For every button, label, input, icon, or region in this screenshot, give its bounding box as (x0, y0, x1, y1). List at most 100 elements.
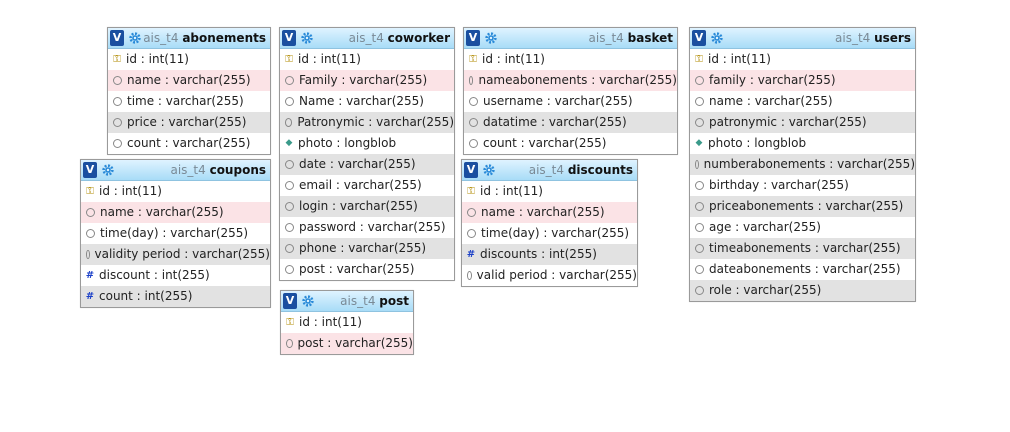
column-label: name : varchar(255) (709, 94, 833, 108)
key-icon: ⚿ (113, 54, 121, 65)
column-label: id : int(11) (480, 184, 543, 198)
column-row[interactable]: datatime : varchar(255) (464, 112, 677, 133)
database-name: ais_t4 (340, 294, 376, 308)
column-label: time(day) : varchar(255) (100, 226, 249, 240)
column-row[interactable]: ⚿id : int(11) (281, 312, 413, 333)
column-label: family : varchar(255) (709, 73, 836, 87)
text-field-icon (86, 208, 95, 217)
gear-icon[interactable] (484, 31, 498, 45)
gear-icon[interactable] (482, 163, 496, 177)
column-row[interactable]: count : varchar(255) (464, 133, 677, 154)
column-row[interactable]: post : varchar(255) (280, 259, 454, 280)
column-row[interactable]: name : varchar(255) (690, 91, 915, 112)
collapse-toggle-button[interactable]: V (110, 30, 124, 46)
column-label: id : int(11) (99, 184, 162, 198)
column-row[interactable]: role : varchar(255) (690, 280, 915, 301)
column-row[interactable]: patronymic : varchar(255) (690, 112, 915, 133)
column-row[interactable]: name : varchar(255) (462, 202, 637, 223)
column-row[interactable]: name : varchar(255) (81, 202, 270, 223)
collapse-toggle-button[interactable]: V (692, 30, 706, 46)
column-label: login : varchar(255) (299, 199, 418, 213)
column-row[interactable]: #discount : int(255) (81, 265, 270, 286)
column-row[interactable]: ⚿id : int(11) (280, 49, 454, 70)
column-row[interactable]: post : varchar(255) (281, 333, 413, 354)
gear-icon[interactable] (710, 31, 724, 45)
table-name: discounts (567, 163, 633, 177)
numeric-field-icon: # (85, 270, 95, 281)
column-row[interactable]: date : varchar(255) (280, 154, 454, 175)
column-row[interactable]: numberabonements : varchar(255) (690, 154, 915, 175)
text-field-icon (695, 265, 704, 274)
gear-icon[interactable] (301, 294, 315, 308)
column-row[interactable]: Patronymic : varchar(255) (280, 112, 454, 133)
column-row[interactable]: validity period : varchar(255) (81, 244, 270, 265)
column-row[interactable]: dateabonements : varchar(255) (690, 259, 915, 280)
column-row[interactable]: birthday : varchar(255) (690, 175, 915, 196)
database-name: ais_t4 (143, 31, 179, 45)
column-row[interactable]: price : varchar(255) (108, 112, 270, 133)
gear-icon[interactable] (101, 163, 115, 177)
column-row[interactable]: login : varchar(255) (280, 196, 454, 217)
column-row[interactable]: ◆photo : longblob (280, 133, 454, 154)
text-field-icon (695, 118, 704, 127)
column-row[interactable]: family : varchar(255) (690, 70, 915, 91)
column-row[interactable]: #discounts : int(255) (462, 244, 637, 265)
table-title: ais_t4 discounts (496, 163, 633, 177)
column-row[interactable]: age : varchar(255) (690, 217, 915, 238)
column-row[interactable]: ⚿ id : int(11) (108, 49, 270, 70)
column-row[interactable]: name : varchar(255) (108, 70, 270, 91)
gear-icon[interactable] (128, 31, 142, 45)
collapse-toggle-button[interactable]: V (282, 30, 296, 46)
column-row[interactable]: ⚿id : int(11) (464, 49, 677, 70)
column-row[interactable]: password : varchar(255) (280, 217, 454, 238)
column-row[interactable]: time : varchar(255) (108, 91, 270, 112)
collapse-toggle-button[interactable]: V (466, 30, 480, 46)
collapse-toggle-button[interactable]: V (83, 162, 97, 178)
column-label: time : varchar(255) (127, 94, 244, 108)
column-label: id : int(11) (482, 52, 545, 66)
column-row[interactable]: time(day) : varchar(255) (81, 223, 270, 244)
text-field-icon (469, 139, 478, 148)
column-label: validity period : varchar(255) (94, 247, 270, 261)
column-label: id : int(11) (126, 52, 189, 66)
collapse-toggle-button[interactable]: V (283, 293, 297, 309)
collapse-toggle-button[interactable]: V (464, 162, 478, 178)
column-row[interactable]: email : varchar(255) (280, 175, 454, 196)
column-row[interactable]: time(day) : varchar(255) (462, 223, 637, 244)
column-row[interactable]: priceabonements : varchar(255) (690, 196, 915, 217)
column-row[interactable]: Family : varchar(255) (280, 70, 454, 91)
column-label: Family : varchar(255) (299, 73, 428, 87)
column-row[interactable]: username : varchar(255) (464, 91, 677, 112)
column-row[interactable]: ⚿id : int(11) (81, 181, 270, 202)
column-row[interactable]: ◆photo : longblob (690, 133, 915, 154)
column-label: dateabonements : varchar(255) (709, 262, 901, 276)
column-row[interactable]: Name : varchar(255) (280, 91, 454, 112)
column-row[interactable]: phone : varchar(255) (280, 238, 454, 259)
column-row[interactable]: ⚿ id : int(11) (462, 181, 637, 202)
key-icon: ⚿ (467, 186, 475, 197)
gear-icon[interactable] (300, 31, 314, 45)
column-label: id : int(11) (298, 52, 361, 66)
column-row[interactable]: valid period : varchar(255) (462, 265, 637, 286)
table-title: ais_t4 coupons (115, 163, 266, 177)
column-row[interactable]: nameabonements : varchar(255) (464, 70, 677, 91)
column-row[interactable]: ⚿id : int(11) (690, 49, 915, 70)
column-label: name : varchar(255) (481, 205, 605, 219)
column-row[interactable]: count : varchar(255) (108, 133, 270, 154)
column-row[interactable]: #count : int(255) (81, 286, 270, 307)
column-row[interactable]: timeabonements : varchar(255) (690, 238, 915, 259)
